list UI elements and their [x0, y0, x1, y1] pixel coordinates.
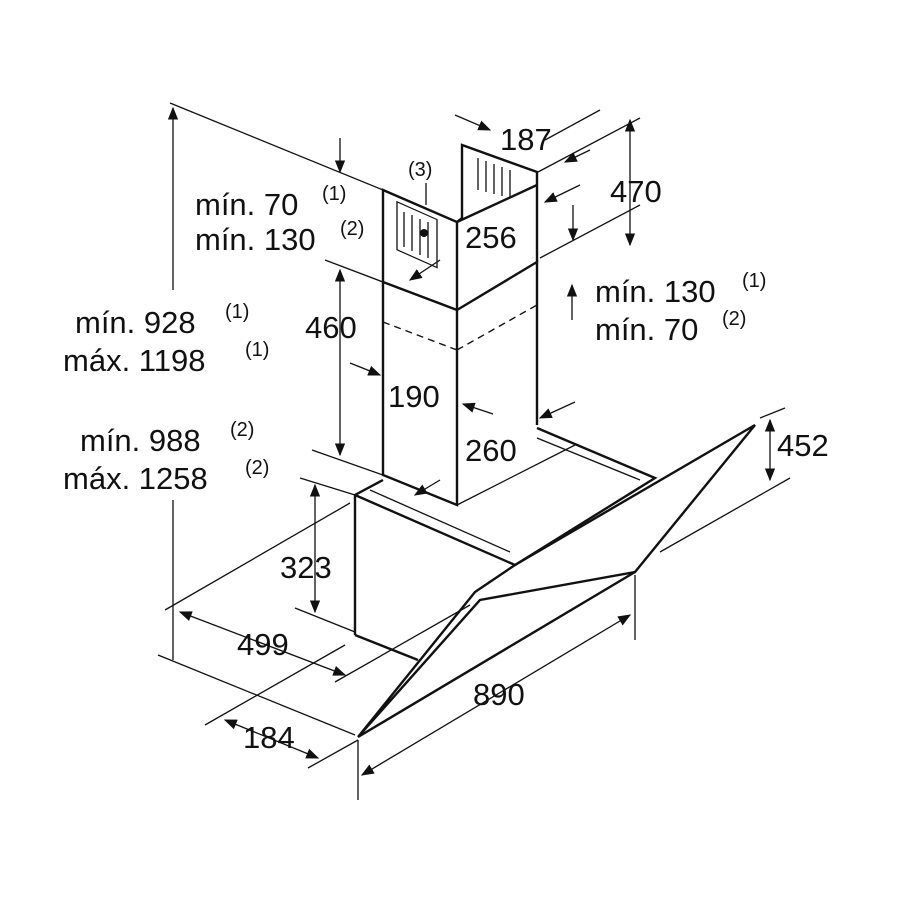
hood-body [353, 478, 384, 635]
svg-text:(2): (2) [340, 218, 364, 240]
svg-text:máx. 1258: máx. 1258 [63, 461, 208, 496]
glass-panel [357, 423, 756, 738]
dim-452: 452 [777, 428, 829, 463]
dim-260: 260 [465, 433, 517, 468]
dim-470: 470 [610, 174, 662, 209]
svg-text:mín. 130: mín. 130 [595, 274, 716, 309]
note-height-2: mín. 988 (2) máx. 1258 (2) [63, 419, 269, 496]
dim-499: 499 [237, 627, 289, 662]
note-left-top: mín. 70 (1) mín. 130 (2) [195, 183, 364, 257]
svg-text:(2): (2) [230, 419, 254, 441]
dim-890: 890 [473, 677, 525, 712]
svg-text:(1): (1) [225, 301, 249, 323]
svg-text:mín. 988: mín. 988 [80, 423, 201, 458]
note-height-1: mín. 928 (1) máx. 1198 (1) [63, 301, 269, 378]
svg-text:máx. 1198: máx. 1198 [63, 343, 205, 378]
dim-190: 190 [388, 379, 440, 414]
dim-323: 323 [280, 550, 332, 585]
note-3: (3) [408, 159, 432, 181]
note-right-mid: mín. 130 (1) mín. 70 (2) [595, 270, 766, 347]
vent-grille-icon [396, 158, 511, 269]
hood-drawing [353, 143, 756, 739]
svg-text:mín. 70: mín. 70 [195, 187, 298, 222]
dim-184: 184 [243, 720, 295, 755]
dim-460: 460 [305, 310, 357, 345]
dim-187: 187 [500, 122, 552, 157]
svg-text:mín. 928: mín. 928 [75, 305, 196, 340]
svg-text:(2): (2) [245, 457, 269, 479]
svg-text:(1): (1) [245, 339, 269, 361]
svg-text:(2): (2) [722, 308, 746, 330]
upper-chimney-left-panel [381, 188, 459, 310]
dimension-lines [157, 102, 791, 800]
svg-text:mín. 70: mín. 70 [595, 312, 698, 347]
svg-text:(1): (1) [322, 183, 346, 205]
svg-text:(1): (1) [742, 270, 766, 292]
dim-256: 256 [465, 220, 517, 255]
svg-text:mín. 130: mín. 130 [195, 222, 316, 257]
